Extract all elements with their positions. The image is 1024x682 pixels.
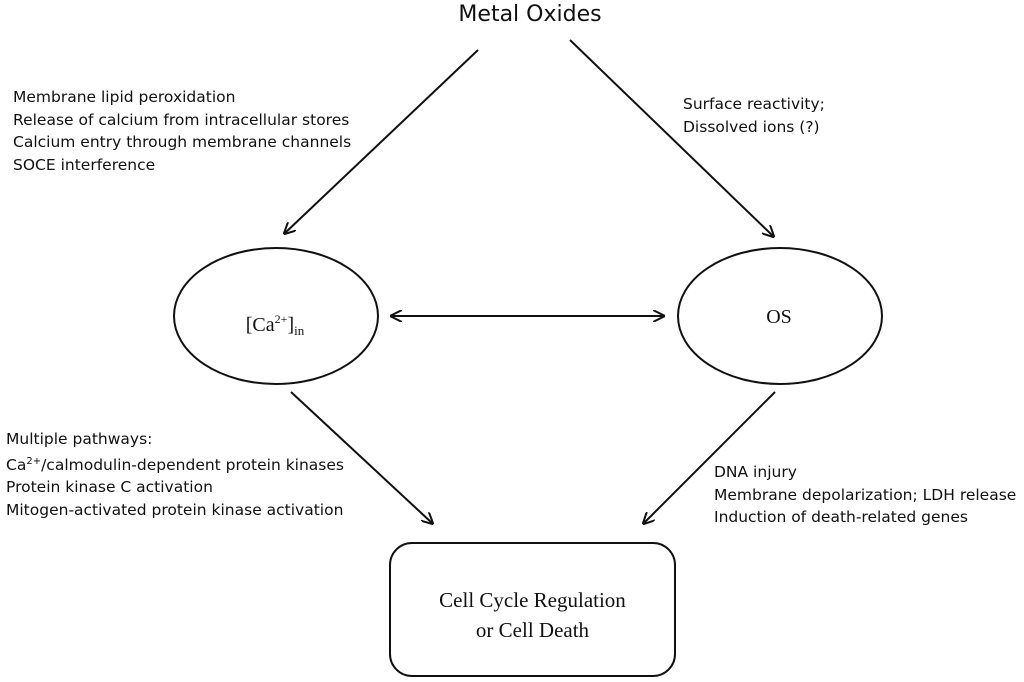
calcium-charge: 2+ [274, 312, 288, 326]
annotation-os-to-outcome: DNA injury Membrane depolarization; LDH … [714, 461, 1016, 529]
calcium-bracket: ] [287, 314, 295, 336]
annotation-line: Protein kinase C activation [6, 478, 213, 496]
arrow-metal-to-os [569, 39, 773, 236]
annotation-line: Membrane lipid peroxidation [13, 88, 236, 106]
annotation-line: Multiple pathways: [6, 430, 153, 448]
annotation-line: DNA injury [714, 463, 797, 481]
annotation-line: Release of calcium from intracellular st… [13, 110, 350, 129]
os-node [677, 247, 883, 385]
annotation-text: /calmodulin-dependent protein kinases [41, 455, 344, 474]
annotation-metal-to-os: Surface reactivity; Dissolved ions (?) [683, 93, 825, 138]
calcium-node-label: [Ca2+]in [175, 307, 375, 343]
arrow-metal-to-calcium [285, 49, 479, 233]
calcium-subscript: in [294, 323, 305, 338]
arrow-calcium-to-outcome [290, 391, 432, 523]
annotation-metal-to-calcium: Membrane lipid peroxidation Release of c… [13, 86, 351, 176]
annotation-line: SOCE interference [13, 155, 156, 174]
calcium-base: [Ca [245, 314, 275, 336]
ion-charge: 2+ [26, 455, 42, 467]
annotation-line: Ca2+/calmodulin-dependent protein kinase… [6, 451, 344, 477]
diagram-title: Metal Oxides [458, 2, 602, 27]
annotation-line: Membrane depolarization; LDH release [714, 485, 1017, 504]
annotation-calcium-to-outcome: Multiple pathways: Ca2+/calmodulin-depen… [6, 428, 344, 521]
arrow-os-to-outcome [644, 391, 776, 523]
annotation-line: Surface reactivity; [683, 95, 825, 113]
outcome-line: or Cell Death [475, 618, 590, 642]
annotation-text: Ca [6, 455, 27, 474]
annotation-line: Mitogen-activated protein kinase activat… [6, 500, 344, 519]
outcome-node-label: Cell Cycle Regulation or Cell Death [390, 585, 675, 645]
outcome-line: Cell Cycle Regulation [439, 588, 626, 612]
os-node-label: OS [766, 306, 792, 328]
calcium-node [173, 247, 379, 385]
annotation-line: Calcium entry through membrane channels [13, 133, 352, 151]
annotation-line: Dissolved ions (?) [683, 117, 820, 136]
annotation-line: Induction of death-related genes [714, 508, 968, 526]
outcome-node [389, 542, 676, 677]
